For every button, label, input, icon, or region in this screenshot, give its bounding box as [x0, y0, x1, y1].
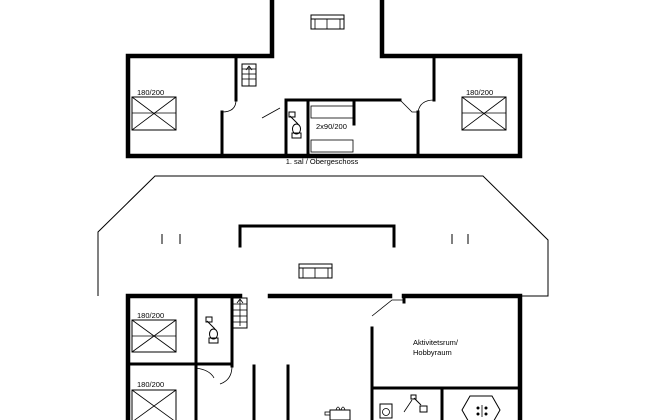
ground-floor: 180/200 180/200 Aktivitetsrum/ Hobbyraum — [97, 175, 549, 420]
floor-caption-upper: 1. sal / Obergeschoss — [286, 157, 359, 166]
stair-icon — [232, 297, 248, 329]
double-bed-icon — [131, 319, 177, 353]
toilet-icon — [205, 316, 219, 344]
bunk-bed-label: 2x90/200 — [316, 122, 347, 131]
upper-outer-wall — [125, 0, 523, 159]
central-wall — [238, 224, 396, 248]
door-swing — [371, 299, 404, 317]
bunk-bed-icon — [310, 105, 354, 153]
toilet-icon — [288, 111, 302, 139]
upper-floor: 2x90/200 180/200 180/200 1. sal / Oberge… — [125, 0, 523, 166]
double-bed-icon — [131, 96, 177, 131]
door-swing — [261, 107, 281, 119]
toilet-icon — [410, 394, 428, 413]
inner-walls-center — [252, 364, 290, 420]
inner-walls-right — [370, 294, 522, 420]
activity-room-label-line1: Aktivitetsrum/ — [413, 338, 459, 347]
door-swing — [403, 399, 413, 413]
bed-bottom-label: 180/200 — [137, 380, 164, 389]
double-bed-icon — [461, 96, 507, 131]
double-bed-icon — [131, 389, 177, 420]
washing-machine-icon — [379, 403, 393, 419]
upper-room-walls — [220, 110, 420, 158]
bed-left-label: 180/200 — [137, 88, 164, 97]
sofa-icon — [310, 14, 345, 30]
stove-icon — [324, 406, 351, 420]
sofa-icon — [298, 263, 333, 279]
roof-outline — [97, 175, 549, 297]
door-swing — [221, 99, 237, 113]
window-marks — [161, 234, 469, 244]
door-swing — [195, 367, 215, 379]
activity-room-label-line2: Hobbyraum — [413, 348, 452, 357]
ground-outer-wall — [125, 293, 523, 420]
door-swing — [399, 99, 418, 113]
upper-inner-walls — [284, 98, 402, 158]
bed-right-label: 180/200 — [466, 88, 493, 97]
inner-walls-left — [126, 294, 234, 420]
door-swing — [219, 365, 233, 385]
door-swing — [417, 99, 435, 113]
bed-top-label: 180/200 — [137, 311, 164, 320]
stair-icon — [241, 63, 257, 87]
hot-tub-icon — [461, 395, 501, 420]
